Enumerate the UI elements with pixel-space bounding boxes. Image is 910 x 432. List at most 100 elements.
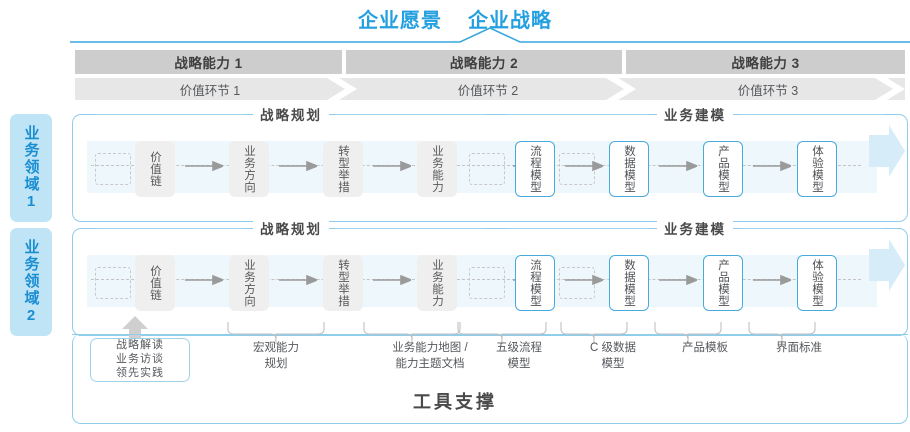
value-chain-label-2[interactable]: 价值环节 2 (457, 83, 519, 98)
capability-cell-1[interactable]: 战略能力 1 (75, 50, 342, 74)
node-business-direction-1[interactable]: 业务方向 (229, 141, 269, 197)
pipeline-dashline-2 (91, 279, 861, 280)
connector-line (70, 27, 910, 43)
section-heading-strategy-1: 战略规划 (97, 104, 497, 124)
tool-anchor-box[interactable]: 战略解读 业务访谈 领先实践 (90, 338, 190, 382)
placeholder-node-start-2 (95, 267, 131, 299)
tool-label-capability-map[interactable]: 业务能力地图 / 能力主题文档 (392, 342, 468, 370)
arrow-icon (659, 161, 697, 171)
section-rule-right (337, 227, 485, 229)
node-label: 产品模型 (717, 259, 730, 307)
section-heading-strategy-2: 战略规划 (97, 218, 497, 238)
capability-cell-3[interactable]: 战略能力 3 (626, 50, 905, 74)
business-domain-label-1[interactable]: 业务领域1 (10, 114, 52, 222)
node-label: 转型举措 (337, 259, 350, 307)
pipeline-dashline-1 (91, 165, 861, 166)
capability-bar-row: 战略能力 1 战略能力 2 战略能力 3 (75, 50, 905, 74)
tool-label-macro-capability[interactable]: 宏观能力 规划 (253, 342, 299, 370)
section-rule-left (97, 113, 245, 115)
section-rule-left (507, 227, 649, 229)
tool-support-title: 工具支撑 (413, 392, 497, 412)
node-experience-model-1[interactable]: 体验模型 (797, 141, 837, 197)
node-business-capability-2[interactable]: 业务能力 (417, 255, 457, 311)
node-label: 转型举措 (337, 145, 350, 193)
node-label: 流程模型 (529, 145, 542, 193)
section-rule-right (337, 113, 485, 115)
node-transformation-measures-1[interactable]: 转型举措 (323, 141, 363, 197)
header-titles: 企业愿景 企业战略 (0, 4, 910, 32)
tool-anchor-line-2: 业务访谈 (116, 353, 164, 366)
placeholder-node-mid-1 (469, 153, 505, 185)
arrow-icon (279, 275, 317, 285)
node-label: 价值链 (149, 151, 162, 187)
node-business-capability-1[interactable]: 业务能力 (417, 141, 457, 197)
node-business-direction-2[interactable]: 业务方向 (229, 255, 269, 311)
arrow-icon (565, 161, 603, 171)
node-product-model-1[interactable]: 产品模型 (703, 141, 743, 197)
tool-label-ui-standard[interactable]: 界面标准 (776, 342, 822, 354)
arrow-icon (373, 275, 411, 285)
tool-label-data-model[interactable]: C 级数据 模型 (590, 342, 636, 370)
node-data-model-1[interactable]: 数据模型 (609, 141, 649, 197)
section-rule-right (741, 113, 883, 115)
node-label: 业务方向 (243, 145, 256, 193)
arrow-icon (185, 161, 223, 171)
tool-anchor-line-1: 战略解读 (116, 339, 164, 352)
business-domain-text-2: 业务领域2 (22, 238, 40, 326)
arrow-icon (753, 161, 791, 171)
section-title-modeling-2: 业务建模 (657, 218, 733, 238)
node-label: 体验模型 (811, 145, 824, 193)
placeholder-node-mid-2 (469, 267, 505, 299)
node-label: 业务能力 (431, 259, 444, 307)
node-product-model-2[interactable]: 产品模型 (703, 255, 743, 311)
capability-cell-2[interactable]: 战略能力 2 (346, 50, 622, 74)
node-value-chain-2[interactable]: 价值链 (135, 255, 175, 311)
enterprise-vision-title: 企业愿景 (358, 9, 442, 32)
section-title-modeling-1: 业务建模 (657, 104, 733, 124)
value-chain-arrows (75, 78, 905, 100)
section-title-strategy-1: 战略规划 (253, 104, 329, 124)
pipeline-row-1: 战略规划 业务建模 价值链 业务方向 转型举措 业务能力 (72, 104, 908, 222)
arrow-icon (279, 161, 317, 171)
section-title-strategy-2: 战略规划 (253, 218, 329, 238)
tool-label-product-template[interactable]: 产品模板 (682, 342, 728, 354)
node-label: 业务能力 (431, 145, 444, 193)
value-chain-row: 价值环节 1 价值环节 2 价值环节 3 (75, 78, 905, 100)
pipeline-row-2: 战略规划 业务建模 价值链 业务方向 转型举措 业务能力 (72, 218, 908, 336)
node-label: 体验模型 (811, 259, 824, 307)
arrow-icon (659, 275, 697, 285)
enterprise-strategy-title: 企业战略 (468, 9, 552, 32)
section-rule-left (507, 113, 649, 115)
brace-connectors (227, 322, 816, 344)
flow-arrow-right-1 (869, 125, 905, 177)
tool-label-process-model[interactable]: 五级流程 模型 (496, 342, 542, 370)
section-heading-modeling-1: 业务建模 (507, 104, 897, 124)
node-label: 价值链 (149, 265, 162, 301)
node-process-model-2[interactable]: 流程模型 (515, 255, 555, 311)
business-domain-label-2[interactable]: 业务领域2 (10, 228, 52, 336)
node-label: 数据模型 (623, 259, 636, 307)
node-label: 流程模型 (529, 259, 542, 307)
tool-support-container (72, 334, 908, 424)
section-rule-left (97, 227, 245, 229)
node-transformation-measures-2[interactable]: 转型举措 (323, 255, 363, 311)
node-experience-model-2[interactable]: 体验模型 (797, 255, 837, 311)
section-rule-right (741, 227, 883, 229)
business-domain-text-1: 业务领域1 (22, 124, 40, 212)
flow-arrow-right-2 (869, 239, 905, 291)
node-label: 产品模型 (717, 145, 730, 193)
arrow-icon (373, 161, 411, 171)
node-data-model-2[interactable]: 数据模型 (609, 255, 649, 311)
tool-anchor-line-3: 领先实践 (116, 366, 164, 379)
value-chain-label-3[interactable]: 价值环节 3 (737, 83, 799, 98)
arrow-icon (753, 275, 791, 285)
node-label: 业务方向 (243, 259, 256, 307)
node-label: 数据模型 (623, 145, 636, 193)
upward-arrow-icon (122, 316, 148, 338)
arrow-icon (565, 275, 603, 285)
placeholder-node-start-1 (95, 153, 131, 185)
node-process-model-1[interactable]: 流程模型 (515, 141, 555, 197)
node-value-chain-1[interactable]: 价值链 (135, 141, 175, 197)
value-chain-label-1[interactable]: 价值环节 1 (179, 83, 241, 98)
